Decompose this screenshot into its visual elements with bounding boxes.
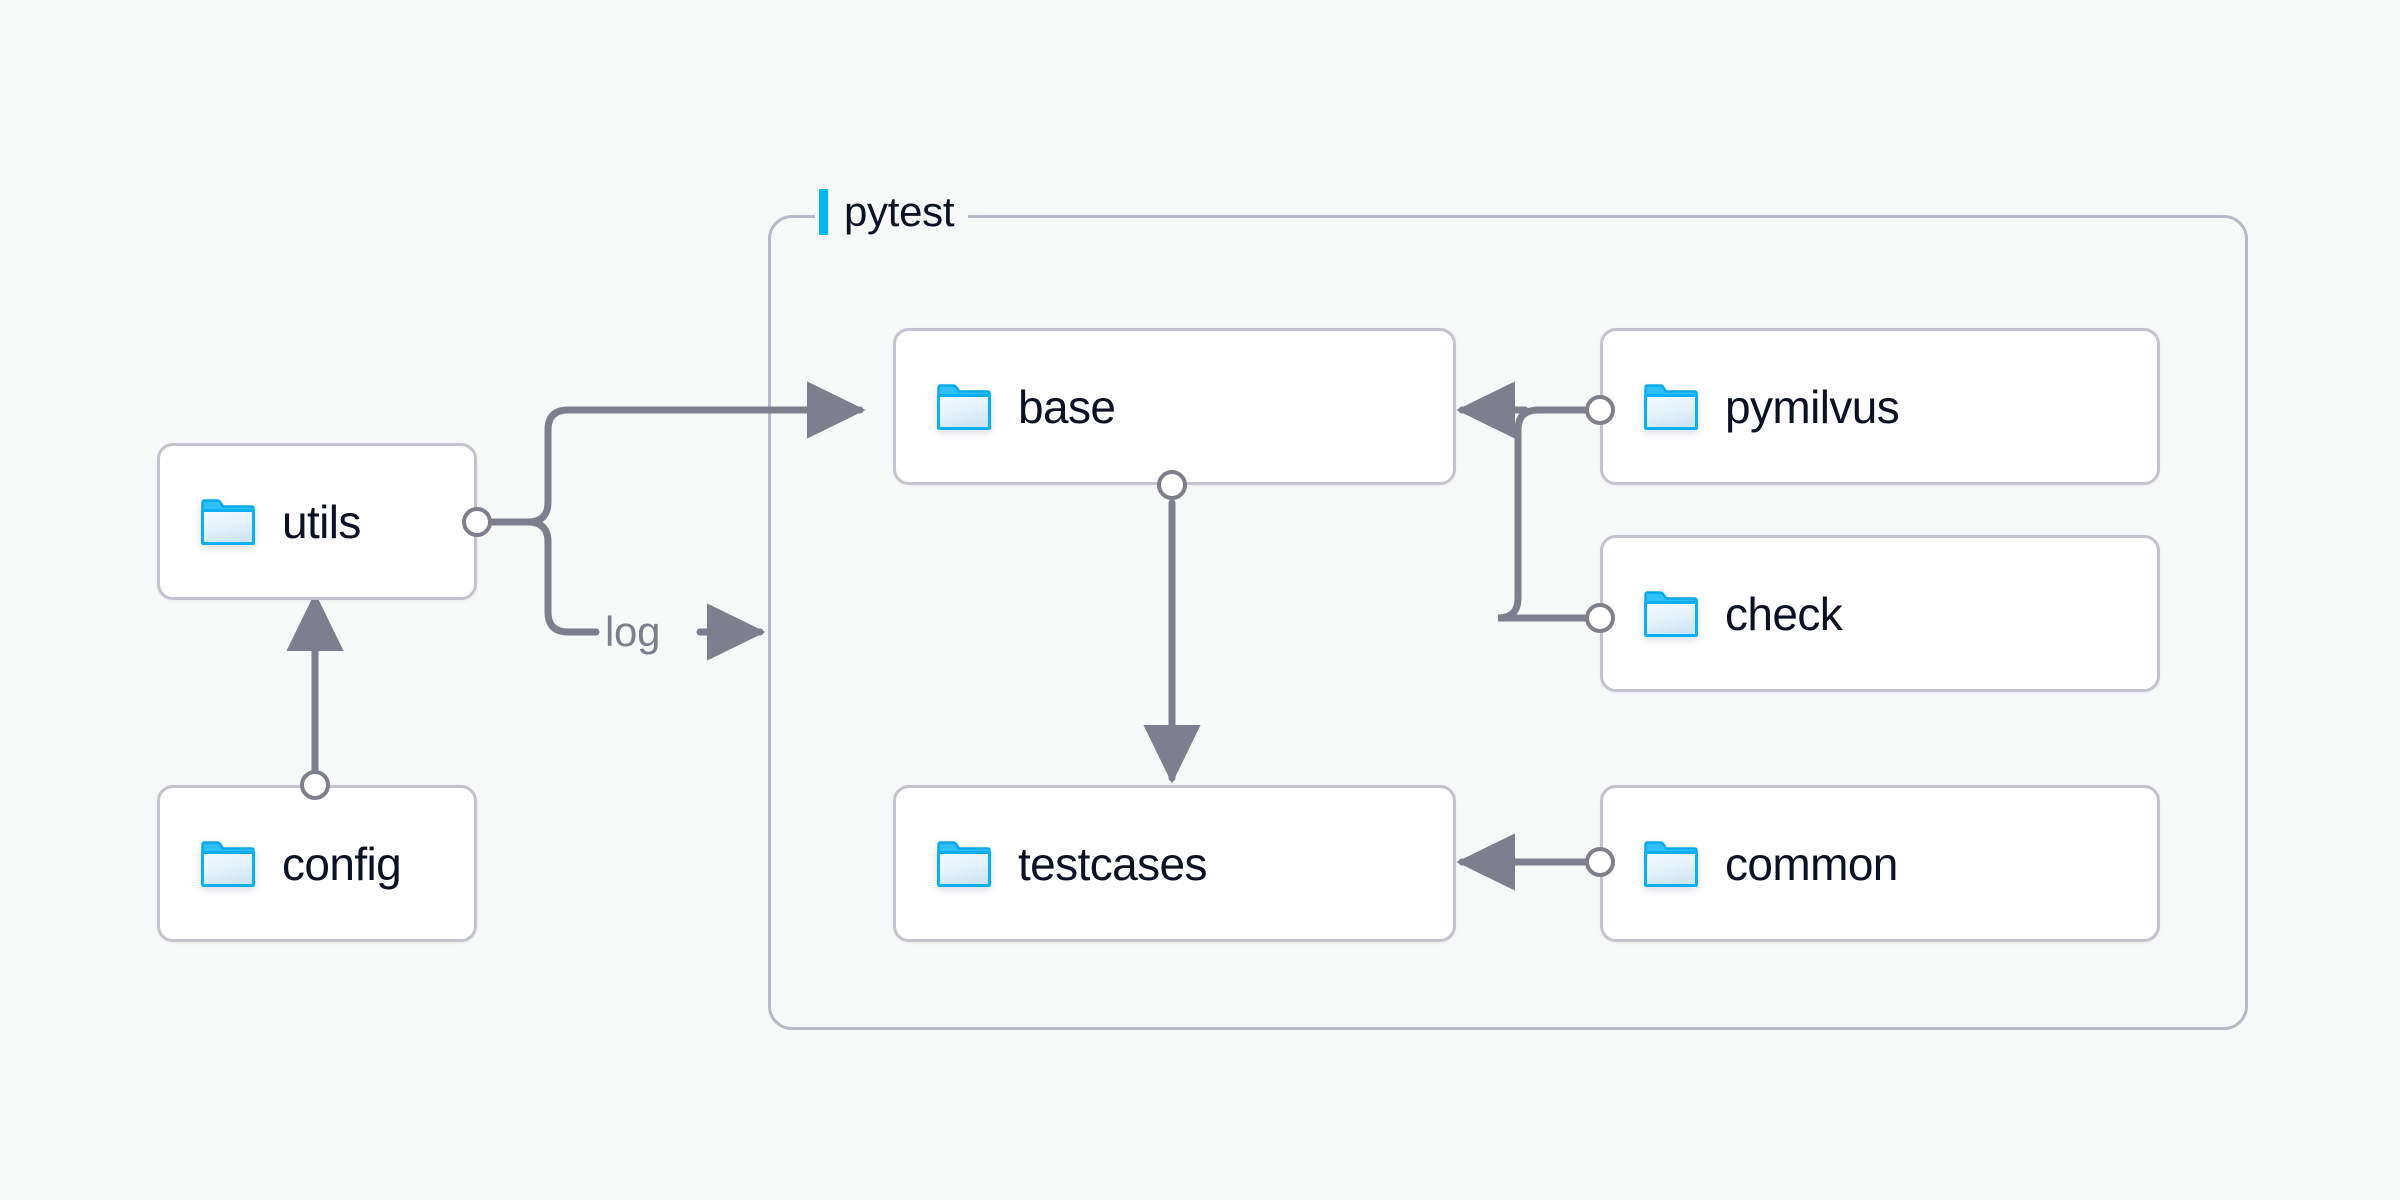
node-utils-content: utils: [160, 495, 361, 549]
folder-icon: [1644, 590, 1698, 637]
folder-icon: [201, 840, 255, 887]
accent-bar-icon: [819, 189, 828, 235]
node-base[interactable]: base: [893, 328, 1456, 485]
group-label-text: pytest: [844, 188, 955, 235]
edge-label-log: log: [605, 608, 661, 655]
node-testcases[interactable]: testcases: [893, 785, 1456, 942]
node-testcases-content: testcases: [896, 837, 1208, 891]
node-config-label: config: [282, 837, 402, 890]
port-base-bottom[interactable]: [1157, 470, 1187, 500]
node-check-label: check: [1725, 587, 1843, 640]
group-label-pytest: pytest: [815, 188, 969, 236]
node-pymilvus-label: pymilvus: [1725, 380, 1900, 433]
folder-icon: [201, 498, 255, 545]
node-check[interactable]: check: [1600, 535, 2160, 692]
node-config-content: config: [160, 837, 402, 891]
node-check-content: check: [1603, 587, 1843, 641]
node-utils[interactable]: utils: [157, 443, 477, 600]
port-check-left[interactable]: [1585, 603, 1615, 633]
node-common-content: common: [1603, 837, 1898, 891]
group-container-pytest[interactable]: [768, 215, 2248, 1030]
node-pymilvus[interactable]: pymilvus: [1600, 328, 2160, 485]
node-base-label: base: [1018, 380, 1116, 433]
folder-icon: [1644, 383, 1698, 430]
port-common-left[interactable]: [1585, 847, 1615, 877]
folder-icon: [937, 383, 991, 430]
port-config-top[interactable]: [300, 770, 330, 800]
node-base-content: base: [896, 380, 1116, 434]
port-pymilvus-left[interactable]: [1585, 395, 1615, 425]
folder-icon: [937, 840, 991, 887]
node-common-label: common: [1725, 837, 1898, 890]
node-testcases-label: testcases: [1018, 837, 1208, 890]
node-utils-label: utils: [282, 495, 361, 548]
folder-icon: [1644, 840, 1698, 887]
node-common[interactable]: common: [1600, 785, 2160, 942]
node-pymilvus-content: pymilvus: [1603, 380, 1900, 434]
port-utils-right[interactable]: [462, 507, 492, 537]
node-config[interactable]: config: [157, 785, 477, 942]
